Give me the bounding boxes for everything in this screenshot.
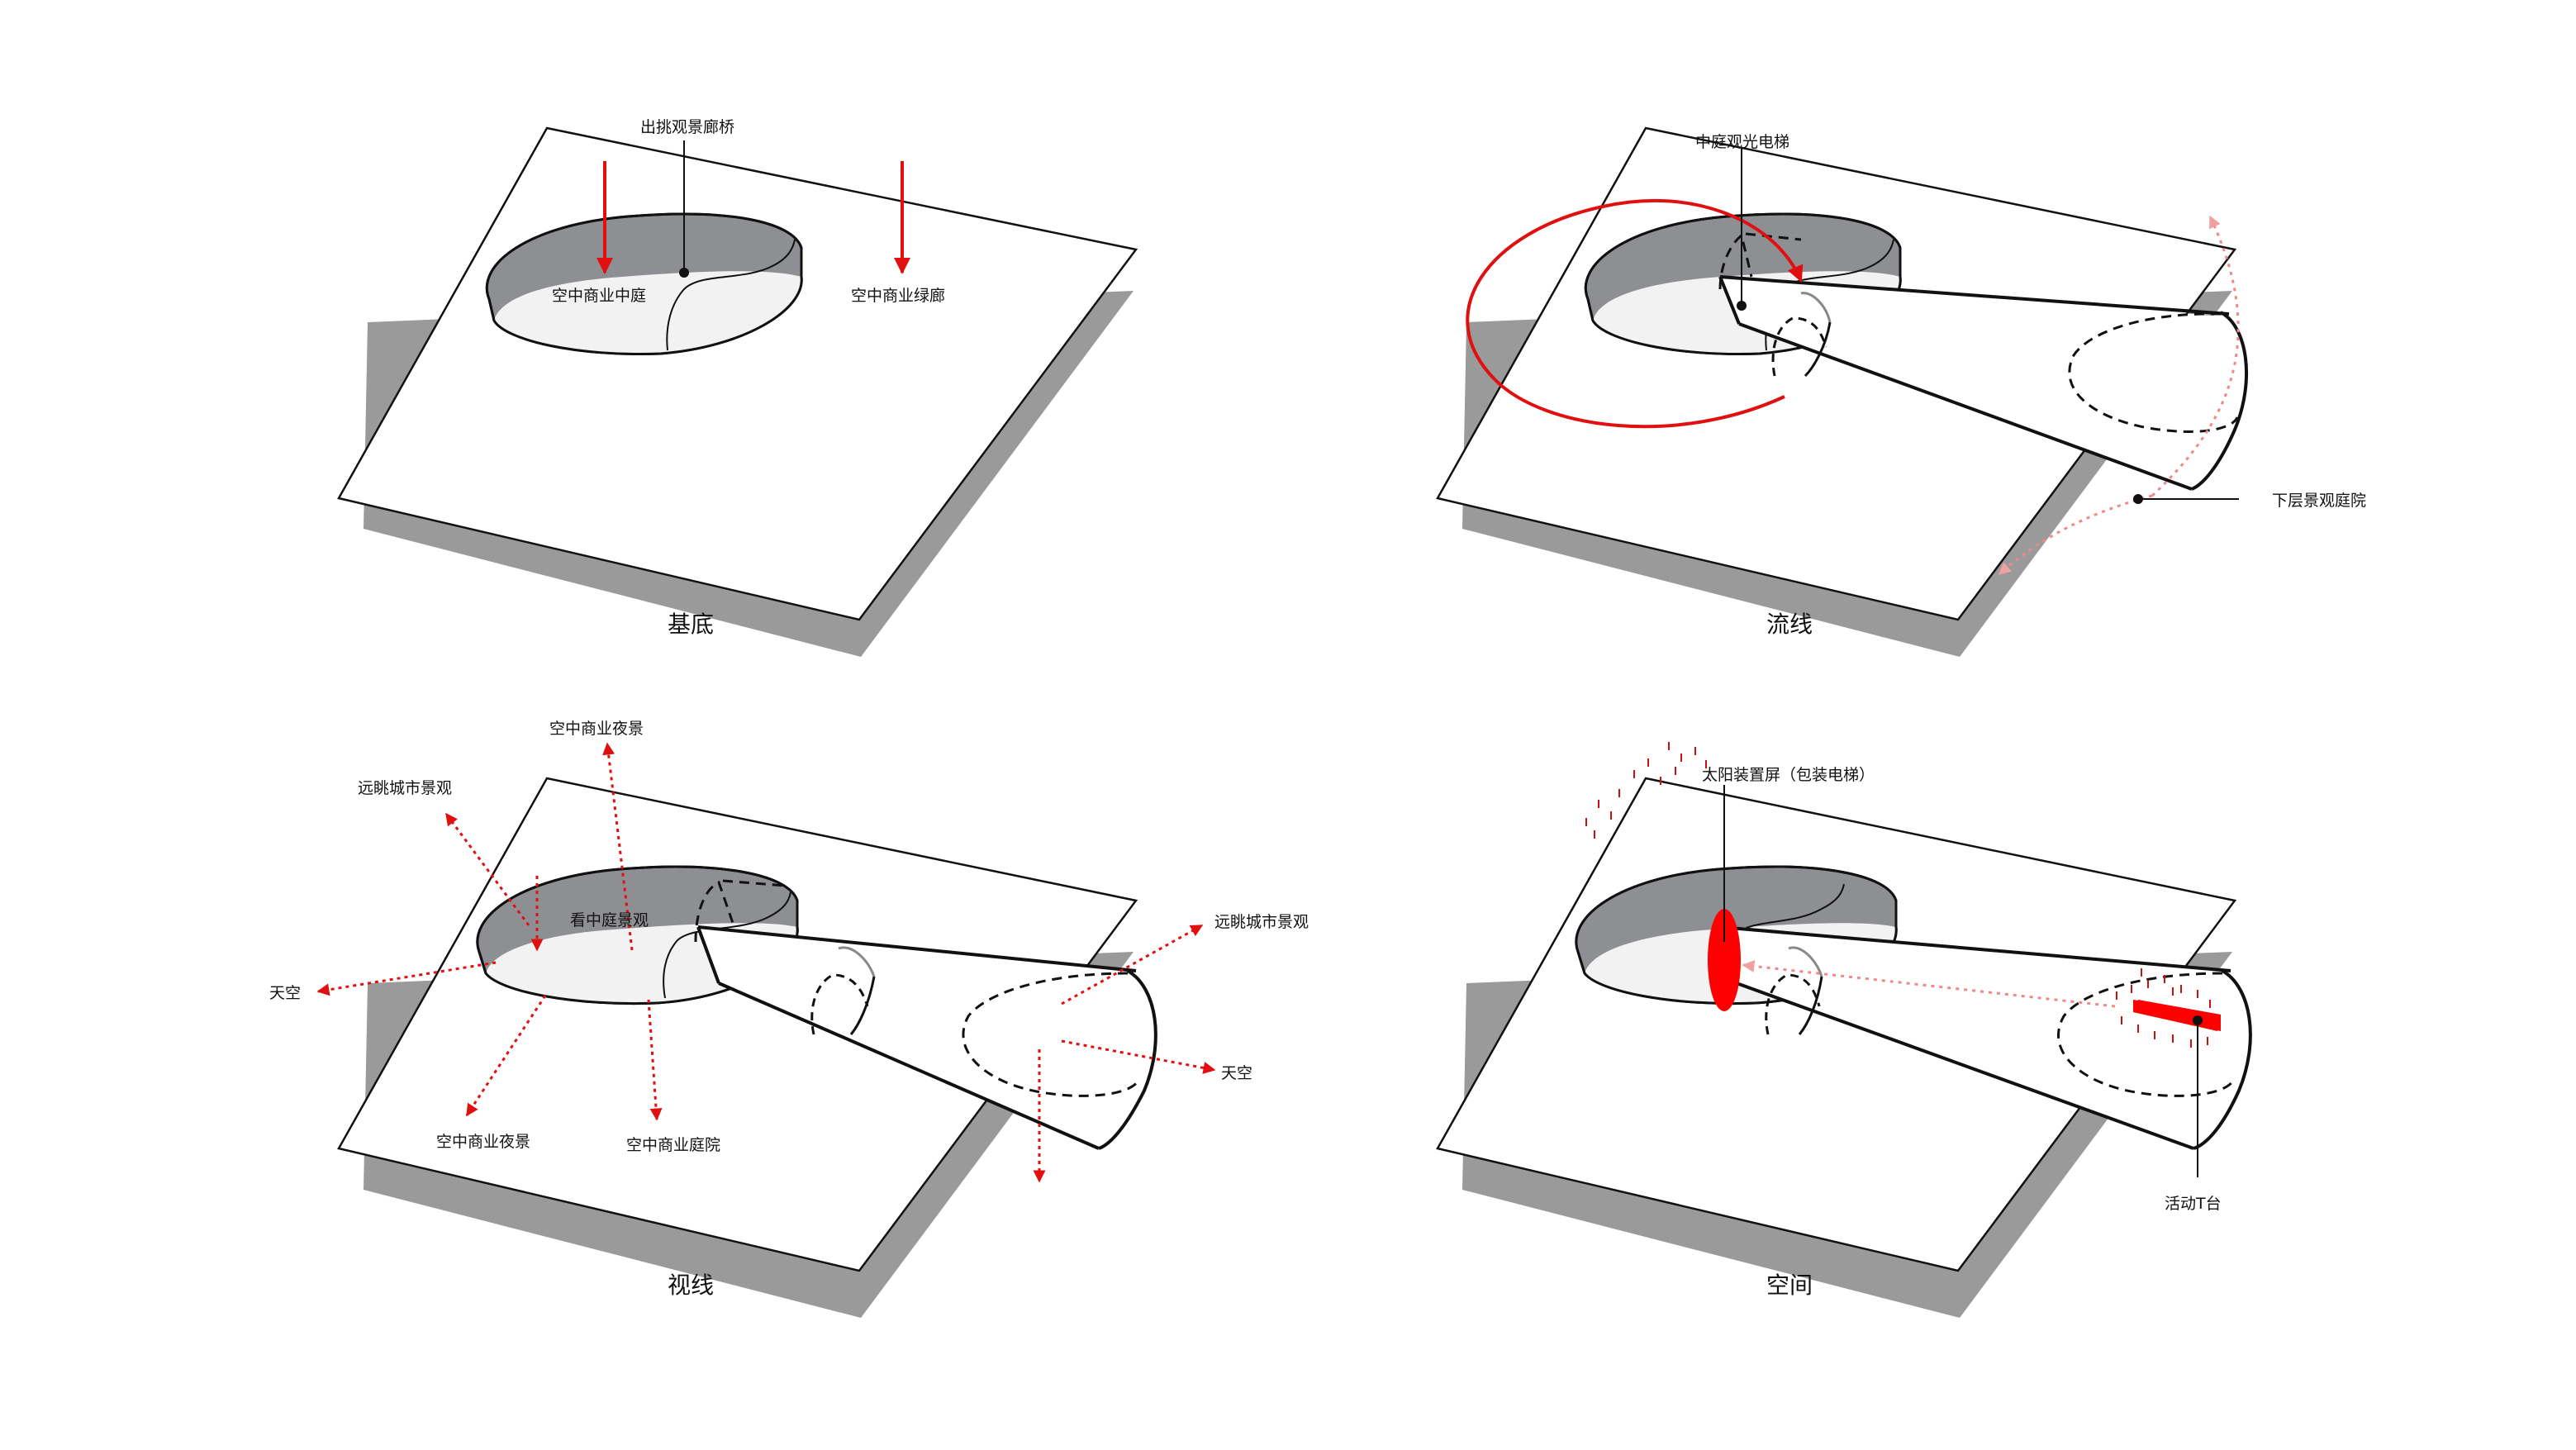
sight-city-left xyxy=(444,812,530,926)
sight-city-right xyxy=(1061,924,1204,1005)
label-city-right: 远眺城市景观 xyxy=(1214,913,1309,931)
leader-dot xyxy=(679,268,689,278)
label-runway: 活动T台 xyxy=(2165,1195,2222,1213)
bridge-cone xyxy=(1720,927,2260,1148)
bridge-line xyxy=(666,239,796,351)
label-bridge: 出挑观景廊桥 xyxy=(640,118,734,136)
panel-title-sight: 视线 xyxy=(668,1272,714,1299)
label-courtyard: 空中商业庭院 xyxy=(626,1136,720,1154)
label-night-bottom: 空中商业夜景 xyxy=(436,1133,530,1151)
sight-sky-right xyxy=(1061,1039,1216,1074)
label-corridor: 空中商业绿廊 xyxy=(851,287,945,305)
label-elevator: 中庭观光电梯 xyxy=(1695,133,1789,151)
label-sky-left: 天空 xyxy=(269,984,301,1002)
label-atrium-view: 看中庭景观 xyxy=(570,911,649,929)
sight-courtyard xyxy=(647,999,663,1121)
crowd-marks xyxy=(1585,742,2211,1048)
sight-night-top xyxy=(602,742,634,951)
bridge-cone xyxy=(1720,277,2255,487)
label-city-left: 远眺城市景观 xyxy=(358,779,452,797)
panel-title-flow: 流线 xyxy=(1766,611,1813,638)
sight-sky-left xyxy=(316,961,497,996)
panel-space: 太阳装置屏（包装电梯） 活动T台 空间 xyxy=(1436,742,2260,1318)
flow-loop xyxy=(1466,198,1804,429)
panel-sight: 空中商业夜景 远眺城市景观 看中庭景观 天空 空中商业夜景 空中商业庭院 远眺城… xyxy=(269,720,1309,1318)
label-sky-right: 天空 xyxy=(1221,1064,1252,1082)
solar-screen xyxy=(1708,909,1741,1011)
label-night-top: 空中商业夜景 xyxy=(549,720,644,738)
panel-flow: 中庭观光电梯 下层景观庭院 流线 xyxy=(1436,126,2366,657)
panel-title-base: 基底 xyxy=(668,611,714,638)
label-atrium: 空中商业中庭 xyxy=(552,287,646,305)
panel-base: 出挑观景廊桥 空中商业中庭 空中商业绿廊 基底 xyxy=(337,118,1138,657)
flow-up-right xyxy=(2151,215,2240,497)
label-screen: 太阳装置屏（包装电梯） xyxy=(1702,766,1875,784)
panel-title-space: 空间 xyxy=(1766,1272,1813,1299)
label-courtyard: 下层景观庭院 xyxy=(2272,492,2366,510)
sight-night-bottom xyxy=(465,995,547,1117)
atrium-floor xyxy=(494,271,802,354)
